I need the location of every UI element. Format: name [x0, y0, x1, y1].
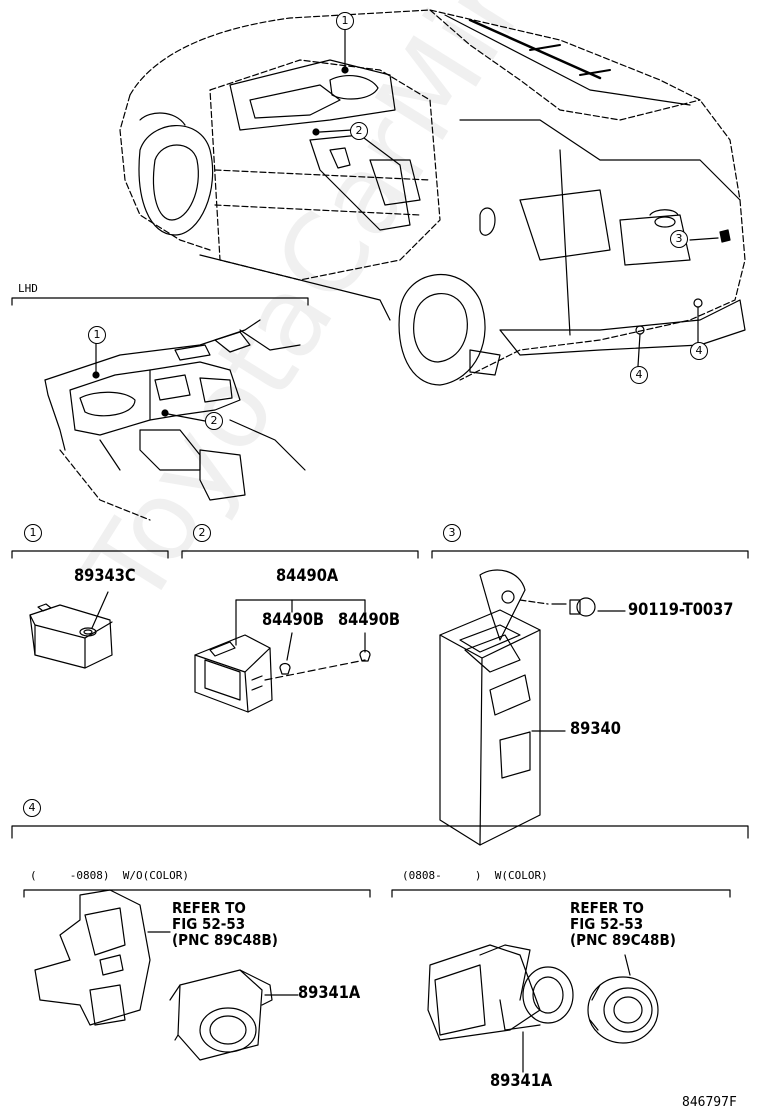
callout-2-lhd: 2: [205, 412, 223, 430]
section-4-badge: 4: [23, 799, 41, 817]
section-3-badge: 3: [443, 524, 461, 542]
section-1-badge: 1: [24, 524, 42, 542]
part-number-89341a-right: 89341A: [490, 1071, 553, 1091]
sensor-89341a-right-drawing: [427, 944, 574, 1041]
callout-4-top-a: 4: [630, 366, 648, 384]
figure-id: 846797F: [682, 1095, 737, 1110]
part-number-84490a: 84490A: [276, 566, 339, 586]
part-84490-drawing: [194, 634, 371, 713]
callout-2-top: 2: [350, 122, 368, 140]
callout-1-lhd: 1: [88, 326, 106, 344]
part-number-84490b-1: 84490B: [262, 610, 325, 630]
callout-4-top-b: 4: [690, 342, 708, 360]
bracket-drawing: [34, 889, 151, 1026]
lhd-label: LHD: [18, 282, 38, 295]
part-number-84490b-2: 84490B: [338, 610, 401, 630]
bezel-drawing: [587, 976, 659, 1044]
reference-note-left: REFER TO FIG 52-53 (PNC 89C48B): [172, 899, 278, 949]
variant-with-color-label: (0808- ) W(COLOR): [402, 869, 548, 882]
callout-1-top: 1: [336, 12, 354, 30]
part-number-89341a-left: 89341A: [298, 983, 361, 1003]
reference-note-right: REFER TO FIG 52-53 (PNC 89C48B): [570, 899, 676, 949]
vehicle-drawing: [119, 9, 746, 386]
part-number-89340: 89340: [570, 719, 621, 739]
lhd-dash-drawing: [44, 319, 306, 521]
part-89343c-drawing: [29, 603, 113, 669]
callout-3-top: 3: [670, 230, 688, 248]
section-2-badge: 2: [193, 524, 211, 542]
part-number-89343c: 89343C: [74, 566, 136, 586]
part-89340-drawing: [439, 569, 596, 846]
part-number-90119-t0037: 90119-T0037: [628, 600, 734, 620]
variant-without-color-label: ( -0808) W/O(COLOR): [30, 869, 189, 882]
sensor-89341a-left-drawing: [169, 969, 273, 1061]
